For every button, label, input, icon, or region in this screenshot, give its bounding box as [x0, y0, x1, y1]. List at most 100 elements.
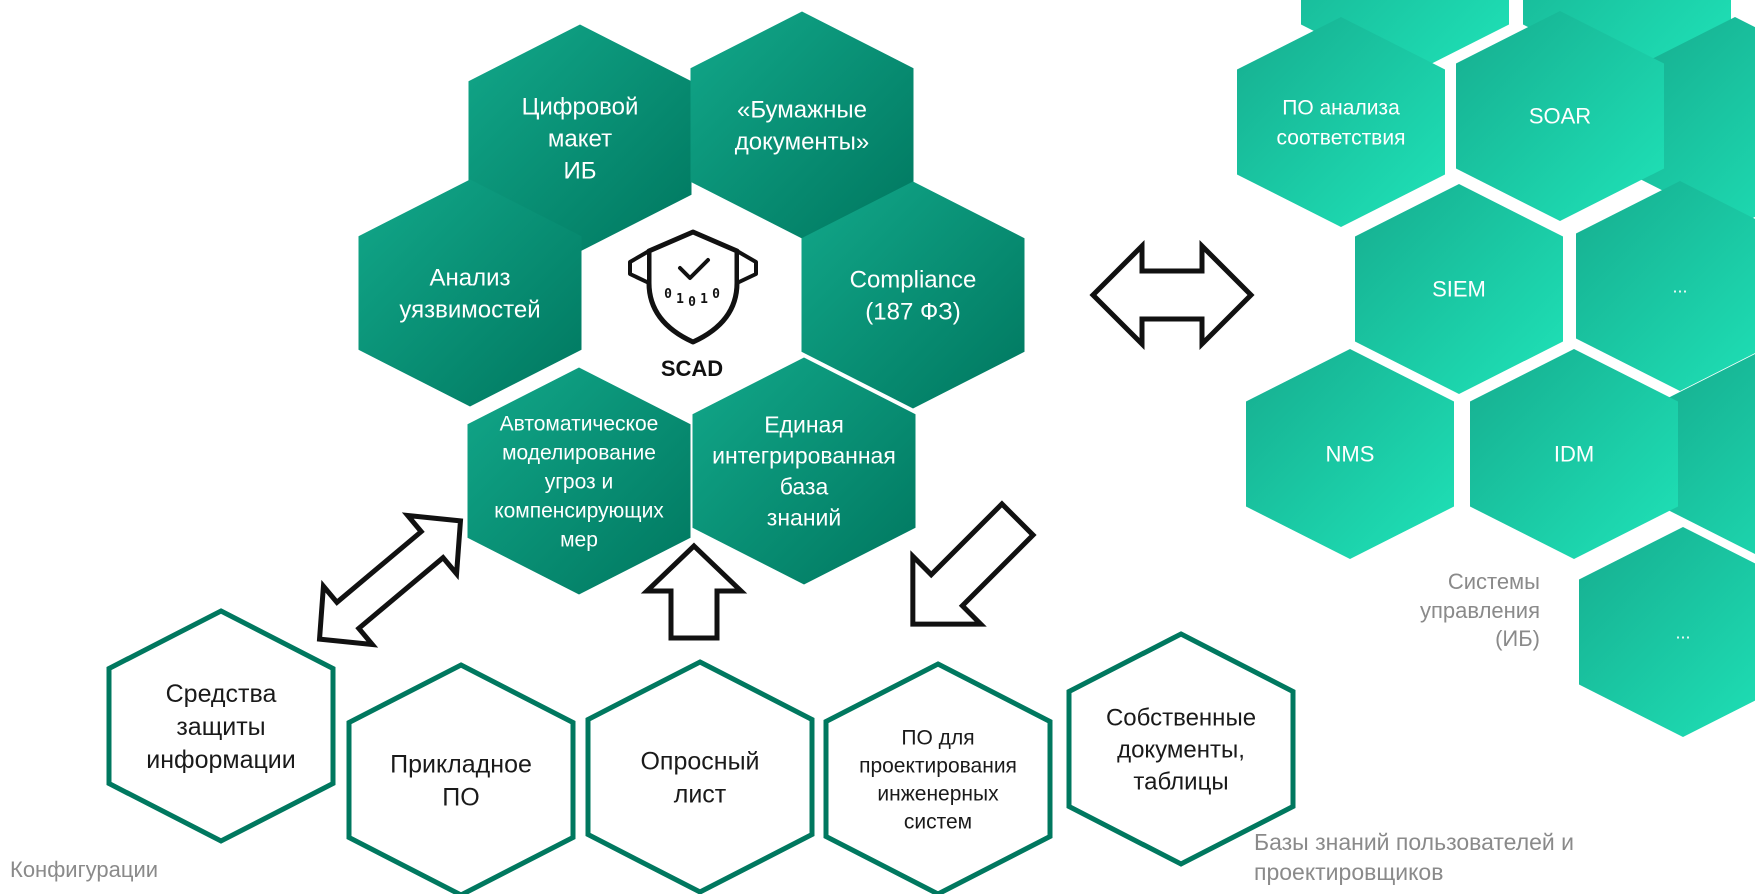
system-hex-shape [1579, 527, 1755, 737]
system-hex-ellipsis-1-label: ... [1672, 276, 1687, 296]
core-hex-compliance-label: Compliance (187 ФЗ) [850, 266, 977, 325]
core-hex-shape [358, 179, 582, 407]
input-hex-security-tools-label-line: защиты [176, 713, 265, 741]
core-hex-vulnerability-analysis-label: Анализ уязвимостей [399, 264, 540, 323]
core-hex-shape [468, 24, 692, 252]
input-hex-own-documents-label-line: Собственные [1106, 704, 1256, 731]
system-hex-compliance-analysis-software: ПО анализа соответствия [1237, 17, 1445, 227]
system-hex-ellipsis-2: ... [1579, 527, 1755, 737]
core-hex-paper-documents: «Бумажные документы» [690, 11, 914, 239]
system-hex-shape [1576, 181, 1755, 391]
core-hex-digital-model-label-line: макет [548, 125, 612, 152]
input-hex-security-tools-label-line: информации [146, 746, 296, 774]
arrow-diagonal [910, 500, 1037, 627]
core-hex-knowledge-base-label-line: Единая [764, 412, 844, 438]
core-hex-digital-model-label-line: ИБ [564, 157, 597, 184]
input-hex-engineering-design-software-label-line: проектирования [859, 754, 1017, 777]
caption-security-line-3: (ИБ) [1495, 626, 1540, 652]
arrow-up [640, 542, 748, 641]
input-hex-engineering-design-software-label-line: инженерных [877, 782, 999, 805]
shield-outline [646, 229, 740, 345]
system-hex-soar-label-line: SOAR [1529, 104, 1591, 129]
input-hex-questionnaire: Опросный лист [585, 659, 815, 894]
double-arrow-horizontal [1089, 239, 1255, 351]
input-hex-security-tools-label-line: Средства [166, 680, 277, 708]
core-hex-threat-modeling-label-line: Автоматическое [500, 412, 659, 435]
system-hex-nms-label: NMS [1326, 442, 1375, 467]
input-hex-questionnaire-label-line: лист [674, 780, 727, 808]
system-hex-shape [1456, 11, 1664, 221]
system-hex-nms: NMS [1246, 349, 1454, 559]
arrow-diagonal-shape [910, 500, 1037, 627]
caption-security-management-systems: Системы управления (ИБ) [1360, 568, 1540, 654]
system-hex-compliance-analysis-software-label: ПО анализа соответствия [1277, 96, 1406, 149]
system-hex-idm: IDM [1470, 349, 1678, 559]
system-hex-ellipsis-2-label: ... [1675, 622, 1690, 642]
system-hex-siem: SIEM [1355, 184, 1563, 394]
decorative-system-hex [1301, 0, 1509, 77]
input-hex-engineering-design-software-label-line: систем [904, 810, 972, 833]
core-hex-threat-modeling-label-line: угроз и [545, 470, 613, 493]
input-hex-shape [106, 608, 336, 844]
binary-digit: 0 [712, 287, 720, 302]
system-hex-soar: SOAR [1456, 11, 1664, 221]
input-hex-engineering-design-software-label-line: ПО для [901, 726, 974, 749]
input-hex-shape [823, 661, 1053, 894]
system-hex-ellipsis-1: ... [1576, 181, 1755, 391]
core-hex-vulnerability-analysis-label-line: уязвимостей [399, 296, 540, 323]
input-hex-application-software-label-line: ПО [442, 783, 479, 811]
core-hex-knowledge-base-label-line: знаний [767, 505, 841, 531]
core-hex-vulnerability-analysis-label-line: Анализ [429, 264, 510, 291]
system-hex-nms-label-line: NMS [1326, 442, 1375, 467]
input-hex-security-tools-label: Средства защиты информации [146, 680, 296, 774]
core-hex-paper-documents-label: «Бумажные документы» [735, 96, 870, 155]
system-hex-siem-label-line: SIEM [1432, 277, 1486, 302]
core-hex-threat-modeling-label-line: мер [560, 528, 598, 551]
system-hex-ellipsis-1-label-line: ... [1672, 276, 1687, 296]
binary-digit: 0 [688, 295, 696, 310]
system-hex-compliance-analysis-software-label-line: соответствия [1277, 126, 1406, 149]
system-hex-idm-label: IDM [1554, 442, 1594, 467]
input-hex-application-software-label-line: Прикладное [390, 750, 532, 778]
caption-configurations: Конфигурации [10, 857, 159, 882]
input-hex-shape [585, 659, 815, 894]
input-hex-shape [346, 662, 576, 894]
core-hex-compliance-label-line: Compliance [850, 266, 977, 293]
core-hex-threat-modeling-label-line: компенсирующих [494, 499, 664, 522]
core-hex-paper-documents-label-line: «Бумажные [737, 96, 867, 123]
input-hex-security-tools: Средства защиты информации [106, 608, 336, 844]
input-hex-questionnaire-label: Опросный лист [640, 747, 759, 808]
scad-label: SCAD [661, 356, 723, 381]
core-hex-shape [692, 357, 916, 585]
input-hex-shape [1066, 631, 1296, 867]
system-hex-shape [1237, 17, 1445, 227]
caption-security-line-1: Системы [1447, 569, 1540, 594]
binary-digit: 1 [676, 292, 684, 307]
core-hex-vulnerability-analysis: Анализ уязвимостей [358, 179, 582, 407]
system-hex-shape [1355, 184, 1563, 394]
core-hex-compliance-label-line: (187 ФЗ) [865, 298, 960, 325]
decorative-system-hex [1661, 354, 1755, 554]
core-hex-digital-model-label-line: Цифровой [522, 93, 639, 120]
core-hex-compliance: Compliance (187 ФЗ) [801, 181, 1025, 409]
system-hex-idm-label-line: IDM [1554, 442, 1594, 467]
system-hex-siem-label: SIEM [1432, 277, 1486, 302]
caption-security-line-2: управления [1420, 597, 1540, 623]
input-hex-engineering-design-software: ПО для проектирования инженерных систем [823, 661, 1053, 894]
system-hex-compliance-analysis-software-label-line: ПО анализа [1282, 96, 1400, 119]
double-arrow-diagonal-shape [316, 512, 464, 648]
input-hex-questionnaire-label-line: Опросный [640, 747, 759, 775]
core-hex-paper-documents-label-line: документы» [735, 128, 870, 155]
system-hex-soar-label: SOAR [1529, 104, 1591, 129]
input-hex-own-documents-label-line: документы, [1117, 736, 1245, 763]
input-hex-engineering-design-software-label: ПО для проектирования инженерных систем [859, 726, 1017, 833]
